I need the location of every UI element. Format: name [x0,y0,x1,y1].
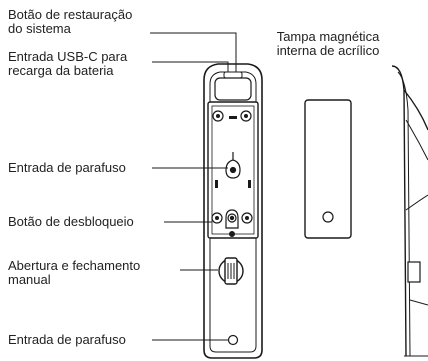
label-usb-c-port: Entrada USB-C para recarga da bateria [8,50,127,78]
label-screw-inlet-top: Entrada de parafuso [8,161,126,175]
top-cap [214,71,252,101]
label-usb-c-port-line-1: Entrada USB-C para [8,49,128,64]
side-profile [391,65,428,357]
unlock-button-shape [225,209,239,229]
unlock-button-dot [229,231,235,237]
magnetic-cover [304,99,352,239]
screw-inlet-bottom [227,334,239,346]
manual-lock-knob [218,257,244,285]
plate-slot-top [229,116,237,119]
label-screw-inlet-bottom: Entrada de parafuso [8,333,126,347]
label-manual-lock: Abertura e fechamento manual [8,259,140,287]
screw-inlet-keyhole-top [225,152,241,179]
plate-slot-left [215,180,218,188]
leader-reset-button [150,32,237,72]
label-magnetic-cover-line-2: interna de acrílico [276,43,380,58]
label-screw-inlet-bottom-line-1: Entrada de parafuso [8,332,126,347]
label-reset-button-line-2: do sistema [8,21,71,36]
label-screw-inlet-top-line-1: Entrada de parafuso [8,160,126,175]
magnetic-cover-hole [322,211,334,223]
label-reset-button-line-1: Botão de restauração [8,7,133,22]
label-magnetic-cover: Tampa magnética interna de acrílico [262,30,394,58]
label-usb-c-port-line-2: recarga da bateria [8,63,114,78]
plate-screw-bottom-left [211,212,223,224]
label-manual-lock-line-1: Abertura e fechamento [8,258,141,273]
label-unlock-button: Botão de desbloqueio [8,215,134,229]
leader-usb-c-port [152,61,229,72]
label-magnetic-cover-line-1: Tampa magnética [276,29,380,44]
plate-screw-top-right [240,110,252,122]
plate-screw-top-left [212,110,224,122]
plate-slot-right [248,180,251,188]
label-manual-lock-line-2: manual [8,272,51,287]
label-unlock-button-line-1: Botão de desbloqueio [8,214,134,229]
label-reset-button: Botão de restauração do sistema [8,8,132,36]
lock-body [203,63,263,359]
plate-screw-bottom-right [241,212,253,224]
leader-lines [150,32,237,341]
